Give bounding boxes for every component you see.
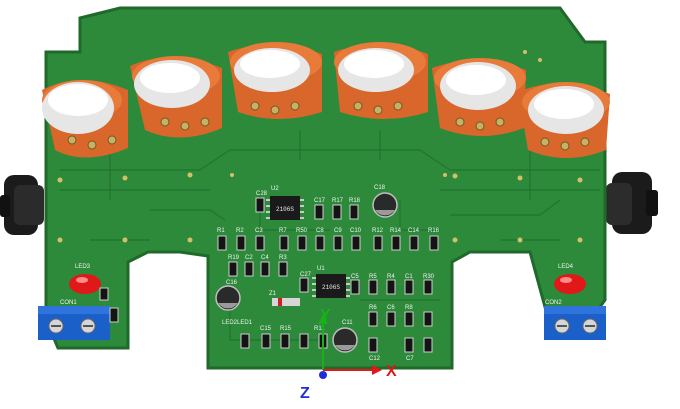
label-r19: R19 — [228, 255, 240, 261]
label-led3: LED3 — [75, 264, 91, 270]
terminal-block-con1 — [38, 306, 110, 340]
label-u2: U2 — [271, 186, 279, 192]
label-r15: R15 — [280, 326, 292, 332]
label-c15: C15 — [260, 326, 272, 332]
potentiometers — [42, 42, 610, 158]
label-c28: C28 — [256, 191, 268, 197]
pcb-traces — [60, 130, 600, 341]
ic-u1-marking: 2106S — [322, 284, 340, 291]
potentiometer-1 — [42, 80, 128, 158]
label-r50: R50 — [296, 228, 308, 234]
label-led2led1: LED2LED1 — [222, 320, 253, 326]
label-c16: C16 — [226, 280, 238, 286]
label-led4: LED4 — [558, 264, 574, 270]
electrolytic-cap-c11 — [332, 327, 358, 353]
label-r5: R5 — [369, 274, 377, 280]
label-c14: C14 — [408, 228, 420, 234]
potentiometer-4 — [334, 42, 428, 119]
label-r16: R16 — [428, 228, 440, 234]
label-c2: C2 — [245, 255, 253, 261]
label-u1: U1 — [317, 266, 325, 272]
led-4 — [554, 274, 586, 294]
label-c5: C5 — [351, 274, 359, 280]
ic-u1: 2106S — [312, 274, 350, 298]
pcb-vias — [57, 50, 583, 243]
label-r6: R6 — [369, 305, 377, 311]
label-r3: R3 — [279, 255, 287, 261]
label-r18: R18 — [349, 198, 361, 204]
label-c27: C27 — [300, 272, 312, 278]
label-con2: CON2 — [545, 300, 562, 306]
label-r2: R2 — [236, 228, 244, 234]
diode-z1 — [272, 298, 300, 306]
label-c9: C9 — [334, 228, 342, 234]
label-c3: C3 — [255, 228, 263, 234]
label-c4: C4 — [261, 255, 269, 261]
axis-y-label: Y — [320, 307, 331, 324]
potentiometer-2 — [130, 56, 222, 138]
label-z1: Z1 — [269, 291, 277, 297]
label-r11: R11 — [314, 326, 325, 332]
label-r8: R8 — [405, 305, 413, 311]
electrolytic-cap-c16 — [215, 285, 241, 311]
potentiometer-3 — [228, 42, 322, 119]
label-r12: R12 — [372, 228, 384, 234]
label-r30: R30 — [423, 274, 435, 280]
ic-u2: 2106S — [266, 196, 304, 220]
label-r17: R17 — [332, 198, 344, 204]
label-c17: C17 — [314, 198, 326, 204]
label-r1: R1 — [217, 228, 225, 234]
label-c11: C11 — [342, 320, 353, 326]
potentiometer-5 — [432, 58, 526, 136]
label-c18: C18 — [374, 185, 386, 191]
potentiometer-6 — [518, 82, 610, 158]
label-con1: CON1 — [60, 300, 77, 306]
label-r7: R7 — [279, 228, 287, 234]
left-audio-jack — [0, 175, 44, 235]
silkscreen-labels: LED3 LED4 CON1 CON2 U2 C28 C17 R17 R18 C… — [60, 185, 574, 362]
label-c1: C1 — [405, 274, 413, 280]
label-c7: C7 — [406, 356, 414, 362]
ic-u2-marking: 2106S — [276, 206, 294, 213]
label-c8: C8 — [316, 228, 324, 234]
label-c6: C6 — [387, 305, 395, 311]
axis-z-label: Z — [300, 385, 310, 402]
label-r4: R4 — [387, 274, 395, 280]
smd-components — [99, 197, 439, 353]
right-audio-jack — [606, 172, 658, 234]
electrolytic-cap-c18 — [372, 192, 398, 218]
led-3 — [69, 274, 101, 294]
label-r14: R14 — [390, 228, 402, 234]
axis-triad: Y X Z — [300, 307, 397, 402]
terminal-block-con2 — [544, 306, 606, 340]
axis-x-label: X — [386, 363, 397, 380]
label-c10: C10 — [350, 228, 362, 234]
label-c12: C12 — [369, 356, 381, 362]
